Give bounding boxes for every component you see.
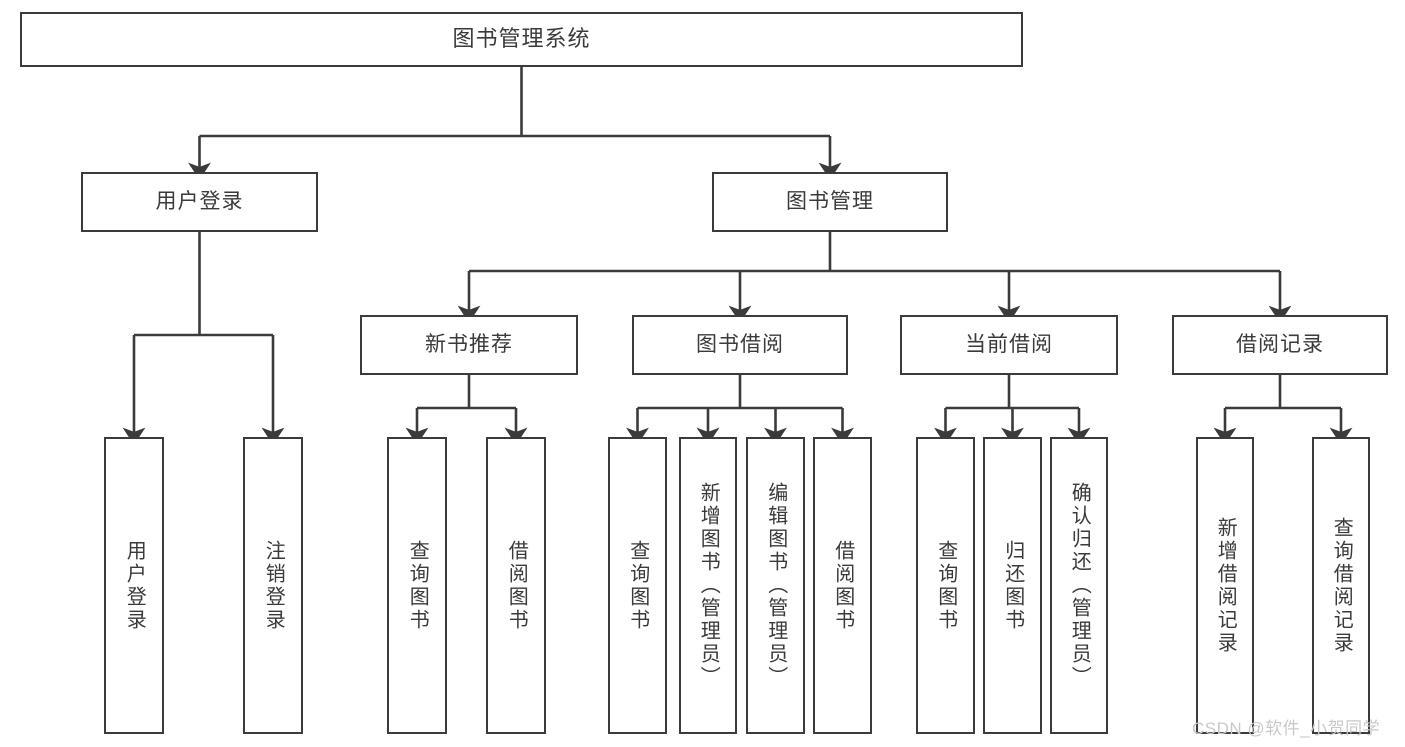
node-box-leaf-4[interactable]: 借阅图书 bbox=[486, 437, 546, 734]
node-box-records[interactable]: 借阅记录 bbox=[1172, 315, 1388, 375]
node-box-current[interactable]: 当前借阅 bbox=[900, 315, 1118, 375]
node-label-current: 当前借阅 bbox=[965, 333, 1053, 357]
node-box-leaf-8[interactable]: 借阅图书 bbox=[813, 437, 872, 734]
node-box-leaf-7[interactable]: 编辑图书（管理员） bbox=[746, 437, 805, 734]
node-box-leaf-2[interactable]: 注销登录 bbox=[243, 437, 303, 734]
node-label-leaf-11: 确认归还（管理员） bbox=[1068, 482, 1091, 689]
node-box-leaf-3[interactable]: 查询图书 bbox=[387, 437, 447, 734]
node-label-leaf-12: 新增借阅记录 bbox=[1214, 516, 1237, 655]
node-box-leaf-9[interactable]: 查询图书 bbox=[916, 437, 975, 734]
node-label-leaf-2: 注销登录 bbox=[262, 539, 285, 632]
node-label-leaf-9: 查询图书 bbox=[934, 539, 957, 632]
node-label-root: 图书管理系统 bbox=[452, 26, 591, 52]
node-box-newbook[interactable]: 新书推荐 bbox=[360, 315, 578, 375]
node-box-leaf-6[interactable]: 新增图书（管理员） bbox=[679, 437, 737, 734]
node-box-leaf-10[interactable]: 归还图书 bbox=[983, 437, 1042, 734]
node-label-bookmgr: 图书管理 bbox=[786, 190, 874, 214]
node-label-newbook: 新书推荐 bbox=[425, 333, 513, 357]
node-label-records: 借阅记录 bbox=[1236, 333, 1324, 357]
node-box-leaf-11[interactable]: 确认归还（管理员） bbox=[1050, 437, 1108, 734]
connector-group bbox=[122, 67, 1353, 445]
node-box-borrow[interactable]: 图书借阅 bbox=[632, 315, 848, 375]
node-box-leaf-12[interactable]: 新增借阅记录 bbox=[1196, 437, 1254, 734]
node-box-leaf-13[interactable]: 查询借阅记录 bbox=[1312, 437, 1370, 734]
node-box-bookmgr[interactable]: 图书管理 bbox=[712, 172, 948, 232]
node-box-root[interactable]: 图书管理系统 bbox=[20, 12, 1023, 67]
node-label-leaf-6: 新增图书（管理员） bbox=[697, 482, 720, 689]
node-label-leaf-7: 编辑图书（管理员） bbox=[764, 482, 787, 689]
node-box-leaf-1[interactable]: 用户登录 bbox=[104, 437, 164, 734]
node-box-leaf-5[interactable]: 查询图书 bbox=[608, 437, 667, 734]
node-label-leaf-4: 借阅图书 bbox=[505, 539, 528, 632]
node-label-borrow: 图书借阅 bbox=[696, 333, 784, 357]
node-label-login: 用户登录 bbox=[155, 190, 244, 214]
node-label-leaf-10: 归还图书 bbox=[1001, 539, 1024, 632]
node-box-login[interactable]: 用户登录 bbox=[81, 172, 318, 232]
node-label-leaf-3: 查询图书 bbox=[406, 539, 429, 632]
node-label-leaf-13: 查询借阅记录 bbox=[1330, 516, 1353, 655]
node-label-leaf-1: 用户登录 bbox=[123, 539, 146, 632]
node-label-leaf-8: 借阅图书 bbox=[831, 539, 854, 632]
node-label-leaf-5: 查询图书 bbox=[626, 539, 649, 632]
